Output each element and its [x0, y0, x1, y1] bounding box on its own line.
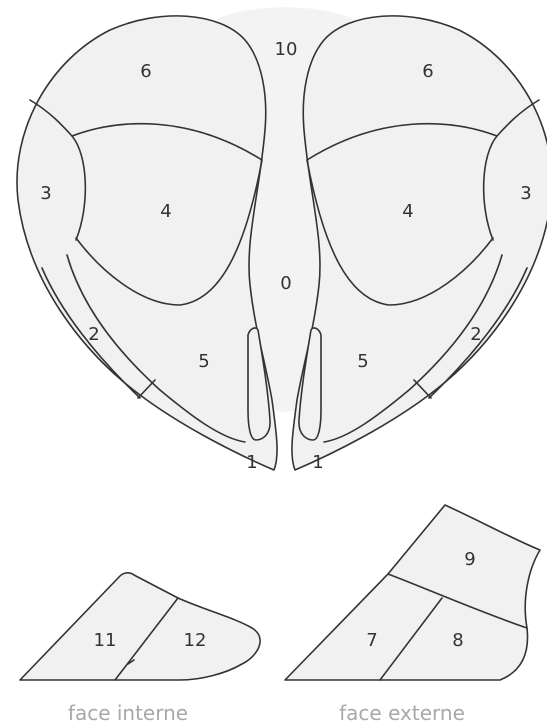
zone-label-right-1: 1 — [312, 452, 323, 473]
zone-label-right-5: 5 — [357, 351, 368, 372]
face-interne-outline — [20, 573, 260, 680]
zone-label-0: 0 — [280, 273, 291, 294]
zone-label-left-4: 4 — [160, 201, 171, 222]
caption-face-interne: face interne — [68, 701, 188, 725]
zone-label-left-2: 2 — [88, 324, 99, 345]
zone-label-left-6: 6 — [140, 61, 151, 82]
zone-label-7: 7 — [366, 630, 377, 651]
zone-label-left-5: 5 — [198, 351, 209, 372]
zone-label-right-4: 4 — [402, 201, 413, 222]
zone-label-12: 12 — [184, 630, 207, 651]
face-externe-outline — [285, 505, 540, 680]
zone-label-left-3: 3 — [40, 183, 51, 204]
zone-label-11: 11 — [94, 630, 117, 651]
right-hoof — [292, 16, 547, 470]
face-interne-shape — [20, 573, 260, 680]
face-externe-shape — [285, 505, 540, 680]
zone-label-right-2: 2 — [470, 324, 481, 345]
zone-label-8: 8 — [452, 630, 463, 651]
caption-face-externe: face externe — [339, 701, 465, 725]
zone-label-right-3: 3 — [520, 183, 531, 204]
zone-label-10: 10 — [275, 39, 298, 60]
zone-label-9: 9 — [464, 549, 475, 570]
zone-label-left-1: 1 — [246, 452, 257, 473]
left-hoof-outline — [17, 16, 277, 470]
zone-label-right-6: 6 — [422, 61, 433, 82]
left-hoof — [17, 16, 277, 470]
